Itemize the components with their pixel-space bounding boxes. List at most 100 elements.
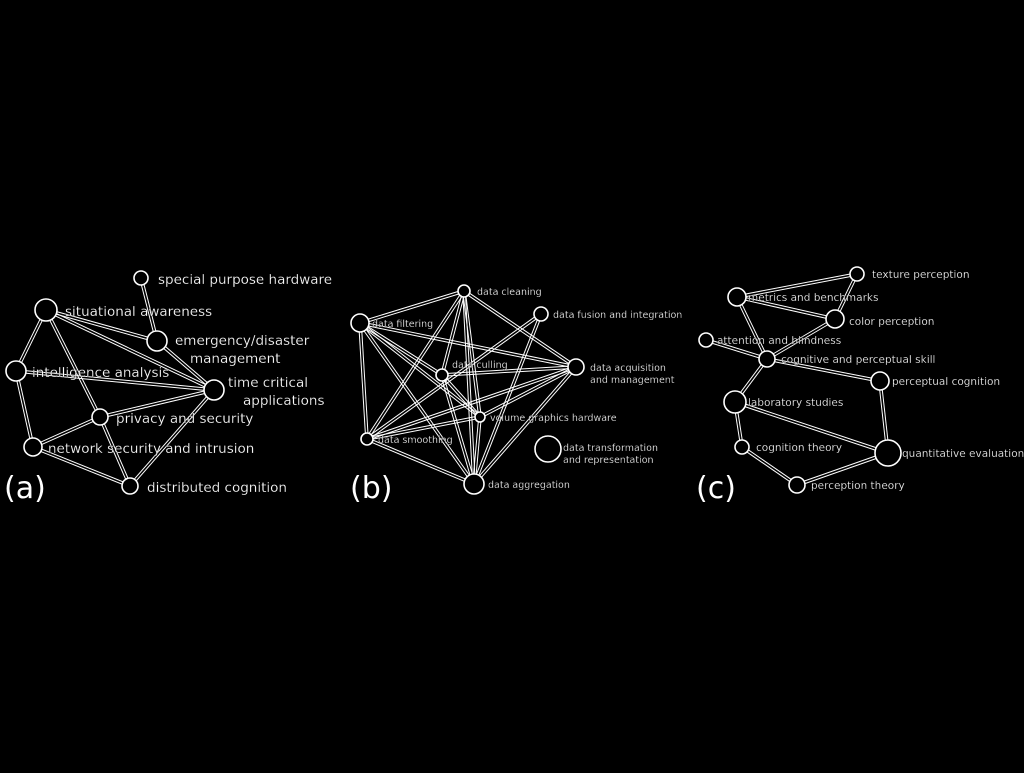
node-time-critical-applications (203, 379, 225, 401)
edge-b-data_filtering-volume_graphics_hardware (358, 321, 482, 419)
edge-b-data_culling-volume_graphics_hardware (440, 373, 482, 419)
edge-a-time_critical_applications-distributed_cognition (128, 388, 216, 488)
node-data-transformation-and-representation (534, 435, 562, 463)
edge-c-perception_theory-quantitative_evaluation-stroke (797, 453, 889, 487)
node-label-data-smoothing: data smoothing (378, 435, 453, 446)
edge-a-time_critical_applications-privacy_and_security-stroke (99, 388, 214, 417)
edge-b-data_fusion_and_integration-data_aggregation-stroke (472, 313, 541, 484)
edge-a-situational_awareness-emergency_disaster_management-stroke (46, 308, 158, 341)
node-label-data-fusion-and-integration: data fusion and integration (553, 310, 682, 321)
edge-b-data_filtering-data_smoothing (358, 322, 369, 440)
edge-b-data_filtering-data_culling-stroke (359, 323, 442, 377)
edge-a-situational_awareness-emergency_disaster_management-stroke (45, 310, 157, 343)
edge-b-data_acquisition_and_management-data_smoothing-stroke (366, 365, 576, 439)
node-volume-graphics-hardware (474, 411, 486, 423)
edge-c-cognition_theory-perception_theory-stroke (742, 445, 799, 485)
node-intelligence-analysis (5, 360, 27, 382)
panel-c-label: (c) (696, 471, 736, 506)
edge-c-metrics_and_benchmarks-cognitive_and_perceptual_skill-stroke (737, 296, 769, 359)
edge-a-emergency_disaster_management-time_critical_applications-stroke (155, 341, 214, 392)
edge-c-laboratory_studies-quantitative_evaluation-stroke (734, 402, 888, 455)
node-situational-awareness (34, 298, 58, 322)
node-special-purpose-hardware (133, 270, 149, 286)
edge-c-texture_perception-metrics_and_benchmarks-stroke (736, 272, 857, 297)
edge-b-data_filtering-data_aggregation (358, 321, 476, 486)
panel-a-edges (14, 277, 216, 488)
edge-a-situational_awareness-privacy_and_security-stroke (44, 310, 100, 418)
edge-b-data_filtering-data_culling-stroke (360, 321, 443, 375)
edge-c-perception_theory-quantitative_evaluation (796, 451, 889, 487)
edge-b-data_acquisition_and_management-volume_graphics_hardware-stroke (479, 365, 576, 417)
node-label-network-security-and-intrusion: network security and intrusion (48, 441, 254, 457)
edge-c-metrics_and_benchmarks-color_perception-stroke (736, 297, 835, 321)
edge-c-cognition_theory-perception_theory (740, 445, 799, 487)
edge-b-data_cleaning-data_aggregation (462, 290, 476, 485)
edge-b-data_smoothing-data_aggregation (366, 437, 475, 486)
edge-a-network_security_and_intrusion-distributed_cognition-stroke (33, 445, 131, 486)
node-data-acquisition-and-management (567, 358, 585, 376)
edge-c-color_perception-cognitive_and_perceptual_skill-stroke (767, 319, 836, 361)
edge-b-data_culling-data_acquisition_and_management-stroke (441, 365, 576, 375)
edge-a-intelligence_analysis-network_security_and_intrusion-stroke (16, 370, 35, 447)
edge-b-volume_graphics_hardware-data_aggregation-stroke (474, 417, 482, 485)
node-label-attention-and-blindness: attention and blindness (717, 335, 841, 347)
node-color-perception (825, 309, 845, 329)
edge-a-intelligence_analysis-network_security_and_intrusion (14, 370, 35, 448)
edge-b-data_culling-data_acquisition_and_management-stroke (442, 367, 577, 377)
node-cognition-theory (734, 439, 750, 455)
edge-c-cognitive_and_perceptual_skill-perceptual_cognition-stroke (766, 359, 880, 383)
edge-b-data_filtering-data_aggregation-stroke (360, 321, 476, 484)
edge-b-data_smoothing-data_aggregation-stroke (366, 439, 474, 486)
edge-b-data_culling-data_aggregation-stroke (442, 374, 476, 484)
edge-b-data_filtering-volume_graphics_hardware-stroke (358, 323, 480, 419)
edge-a-situational_awareness-privacy_and_security (44, 309, 102, 418)
node-label-time-critical-applications: time critical (228, 375, 308, 391)
node-label-data-culling: data culling (452, 360, 508, 371)
edge-b-data_cleaning-volume_graphics_hardware (462, 290, 482, 418)
edge-b-data_smoothing-volume_graphics_hardware (366, 415, 481, 441)
node-network-security-and-intrusion (23, 437, 43, 457)
node-label-data-acquisition-and-management-line2: and management (590, 375, 675, 386)
edge-c-perception_theory-quantitative_evaluation-stroke (796, 451, 888, 485)
node-label-perception-theory: perception theory (811, 480, 905, 492)
edge-a-situational_awareness-emergency_disaster_management (45, 308, 158, 343)
edge-b-data_culling-volume_graphics_hardware-stroke (440, 375, 480, 419)
node-label-data-transformation-and-representation-line2: and representation (563, 455, 654, 466)
edge-a-privacy_and_security-distributed_cognition (98, 416, 132, 487)
edge-c-metrics_and_benchmarks-cognitive_and_perceptual_skill (735, 296, 769, 360)
edge-c-texture_perception-metrics_and_benchmarks-stroke (737, 274, 858, 299)
edge-b-data_cleaning-data_smoothing-stroke (365, 290, 464, 439)
node-data-cleaning (457, 284, 471, 298)
edge-b-data_cleaning-volume_graphics_hardware-stroke (462, 291, 480, 418)
edge-b-data_cleaning-data_aggregation-stroke (464, 290, 476, 484)
edge-a-privacy_and_security-network_security_and_intrusion (32, 415, 101, 449)
node-quantitative-evaluation (874, 439, 902, 467)
edge-b-data_smoothing-volume_graphics_hardware-stroke (367, 417, 481, 441)
node-label-texture-perception: texture perception (872, 269, 969, 281)
node-label-special-purpose-hardware: special purpose hardware (158, 272, 332, 288)
node-data-filtering (350, 313, 370, 333)
edge-a-time_critical_applications-privacy_and_security-stroke (100, 390, 215, 419)
node-data-fusion-and-integration (533, 306, 549, 322)
node-label-cognition-theory: cognition theory (756, 442, 842, 454)
edge-b-data_acquisition_and_management-data_aggregation-stroke (472, 365, 576, 484)
node-perception-theory (788, 476, 806, 494)
node-label-cognitive-and-perceptual-skill: cognitive and perceptual skill (781, 354, 935, 366)
edge-a-special_purpose_hardware-emergency_disaster_management (139, 277, 159, 342)
node-emergency-disaster-management (146, 330, 168, 352)
edge-a-time_critical_applications-distributed_cognition-stroke (128, 388, 214, 486)
edge-b-data_acquisition_and_management-data_smoothing (366, 365, 577, 441)
edge-a-time_critical_applications-distributed_cognition-stroke (130, 390, 216, 488)
edge-a-intelligence_analysis-time_critical_applications-stroke (16, 369, 215, 390)
edge-b-data_acquisition_and_management-data_aggregation-stroke (474, 367, 578, 486)
node-cognitive-and-perceptual-skill (758, 350, 776, 368)
edge-b-data_cleaning-data_culling-stroke (440, 290, 464, 375)
edge-b-data_cleaning-data_culling (440, 290, 466, 376)
edge-c-attention_and_blindness-cognitive_and_perceptual_skill-stroke (705, 340, 767, 361)
edge-c-metrics_and_benchmarks-cognitive_and_perceptual_skill-stroke (735, 297, 767, 360)
edge-a-privacy_and_security-network_security_and_intrusion-stroke (33, 417, 101, 449)
